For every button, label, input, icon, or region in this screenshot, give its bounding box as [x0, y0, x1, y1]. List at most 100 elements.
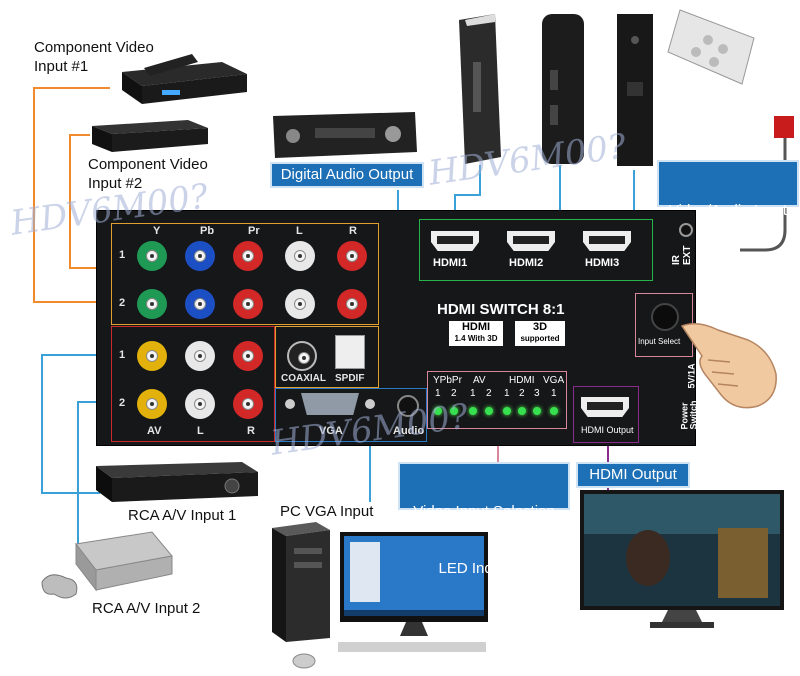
led-av-1	[469, 407, 477, 415]
hdmi2-port[interactable]	[507, 231, 555, 251]
led-ypbpr-1	[434, 407, 442, 415]
header-pb: Pb	[200, 225, 215, 237]
audio-jack-35[interactable]	[397, 395, 419, 417]
3d-badge-title: 3D	[532, 321, 548, 333]
audio-label: Audio	[393, 425, 425, 437]
led-group-av: AV	[473, 375, 486, 386]
hdmi1-label: HDMI1	[433, 257, 468, 269]
vga-group-outline	[275, 388, 427, 442]
hdmi3-port[interactable]	[583, 231, 631, 251]
row-number: 2	[119, 297, 126, 309]
header-l: L	[296, 225, 303, 237]
av-group-outline	[111, 326, 275, 442]
hdmi-badge-title: HDMI	[461, 321, 491, 333]
component-input-2-label: Component Video Input #2	[88, 156, 208, 192]
hdmi-output-port[interactable]	[581, 397, 629, 417]
rca-jack-pb1[interactable]	[185, 241, 215, 271]
pointing-hand	[680, 323, 777, 409]
rca-jack-l1[interactable]	[285, 241, 315, 271]
av-label: AV	[147, 425, 162, 437]
streaming-box-1	[459, 14, 501, 164]
rca-jack-y1[interactable]	[137, 241, 167, 271]
row-number: 1	[119, 349, 126, 361]
ir-ext-label: IR EXT	[671, 245, 693, 265]
game-console	[41, 531, 173, 599]
led-number: 2	[519, 388, 525, 399]
led-group-hdmi: HDMI	[509, 375, 535, 386]
hdmi2-label: HDMI2	[509, 257, 544, 269]
callout-line: Video Input Selection	[413, 503, 555, 520]
led-vga-1	[550, 407, 558, 415]
switch-title: HDMI SWITCH 8:1	[437, 301, 565, 318]
header-y: Y	[153, 225, 161, 237]
mouse	[292, 653, 316, 669]
coaxial-jack[interactable]	[287, 341, 317, 371]
rca-jack-av1[interactable]	[137, 341, 167, 371]
digital-audio-outline	[275, 326, 379, 388]
led-hdmi-1	[503, 407, 511, 415]
av-r-label: R	[247, 425, 255, 437]
hdmi-output-port-label: HDMI Output	[581, 425, 634, 435]
component-player-2	[92, 120, 208, 152]
pc-tower	[272, 522, 330, 642]
spdif-port[interactable]	[335, 335, 365, 369]
led-number: 1	[551, 388, 557, 399]
rca-jack-y2[interactable]	[137, 289, 167, 319]
vga-port[interactable]	[301, 393, 359, 415]
vga-screw-right	[365, 399, 375, 409]
hdmi-output-callout: HDMI Output	[576, 462, 690, 488]
rca-jack-av-l2[interactable]	[185, 389, 215, 419]
hdmi-switch-rear-panel: Y Pb Pr L R 1 2 1 2 AV L R COAXIAL SPDIF…	[96, 210, 699, 446]
component-player-1	[122, 62, 247, 104]
led-group-ypbpr: YPbPr	[433, 375, 462, 386]
rca-jack-pr2[interactable]	[233, 289, 263, 319]
header-r: R	[349, 225, 357, 237]
header-pr: Pr	[248, 225, 260, 237]
led-number: 2	[486, 388, 492, 399]
led-group-vga: VGA	[543, 375, 565, 386]
rca-input-2-label: RCA A/V Input 2	[92, 600, 201, 617]
component-input-1-label: Component Video Input #1	[34, 39, 154, 75]
ir-ext-port[interactable]	[679, 223, 693, 237]
dvr-device	[96, 462, 258, 502]
rca-jack-r1[interactable]	[337, 241, 367, 271]
led-number: 1	[435, 388, 441, 399]
row-number: 1	[119, 249, 126, 261]
led-indicator-callout: Video Input Selection LED Indicator	[398, 462, 570, 577]
rca-jack-av2[interactable]	[137, 389, 167, 419]
television	[580, 490, 784, 628]
rca-jack-pb2[interactable]	[185, 289, 215, 319]
led-number: 1	[470, 388, 476, 399]
pc-monitor	[338, 532, 488, 652]
rca-jack-pr1[interactable]	[233, 241, 263, 271]
vga-label: VGA	[319, 425, 343, 437]
rca-jack-av-r1[interactable]	[233, 341, 263, 371]
remote-control-device	[144, 54, 198, 76]
streaming-box-3	[617, 14, 653, 166]
hdmi-output-outline	[573, 386, 639, 443]
digital-audio-output-callout: Digital Audio Output	[270, 162, 424, 188]
led-av-2	[485, 407, 493, 415]
input-select-label: Input Select	[638, 337, 681, 346]
3d-badge-sub: supported	[520, 334, 560, 343]
hdmi-badge: HDMI 1.4 With 3D	[449, 321, 503, 346]
led-hdmi-3	[533, 407, 541, 415]
rca-input-1-label: RCA A/V Input 1	[128, 507, 237, 524]
callout-line: LED Indicator	[438, 560, 530, 577]
spdif-label: SPDIF	[335, 373, 365, 384]
pc-vga-input-label: PC VGA Input	[280, 503, 374, 520]
audio-amplifier	[273, 112, 417, 158]
led-number: 2	[451, 388, 457, 399]
rca-jack-av-l1[interactable]	[185, 341, 215, 371]
led-number: 1	[504, 388, 510, 399]
input-select-button[interactable]	[651, 303, 679, 331]
led-ypbpr-2	[450, 407, 458, 415]
rca-jack-r2[interactable]	[337, 289, 367, 319]
rca-jack-l2[interactable]	[285, 289, 315, 319]
hdmi3-label: HDMI3	[585, 257, 620, 269]
led-number: 3	[534, 388, 540, 399]
hdmi1-port[interactable]	[431, 231, 479, 251]
hdmi-input-outline	[419, 219, 653, 281]
row-number: 2	[119, 397, 126, 409]
rca-jack-av-r2[interactable]	[233, 389, 263, 419]
